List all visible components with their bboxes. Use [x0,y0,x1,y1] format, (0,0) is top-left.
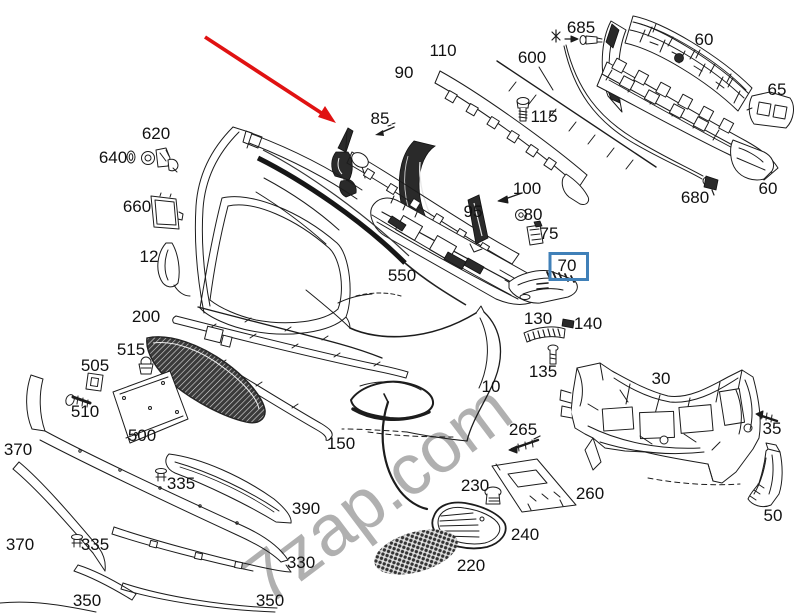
svg-text:85: 85 [371,109,390,128]
svg-text:80: 80 [524,205,543,224]
svg-text:370: 370 [6,535,34,554]
svg-text:240: 240 [511,525,539,544]
svg-text:600: 600 [518,48,546,67]
svg-text:10: 10 [482,377,501,396]
svg-text:390: 390 [292,499,320,518]
svg-text:515: 515 [117,340,145,359]
svg-text:265: 265 [509,420,537,439]
svg-text:260: 260 [576,484,604,503]
svg-text:150: 150 [327,434,355,453]
svg-text:330: 330 [287,553,315,572]
svg-text:35: 35 [763,419,782,438]
svg-text:90: 90 [395,63,414,82]
svg-text:350: 350 [256,591,284,610]
svg-text:335: 335 [167,474,195,493]
svg-text:65: 65 [768,80,787,99]
svg-text:135: 135 [529,362,557,381]
svg-text:95: 95 [464,202,483,221]
svg-text:505: 505 [81,356,109,375]
svg-text:100: 100 [513,179,541,198]
svg-text:350: 350 [73,591,101,610]
svg-text:110: 110 [429,41,456,60]
svg-text:685: 685 [567,18,595,37]
svg-text:500: 500 [128,426,156,445]
svg-text:130: 130 [524,309,552,328]
svg-text:70: 70 [558,256,577,275]
svg-text:200: 200 [132,307,160,326]
svg-text:140: 140 [574,314,602,333]
svg-text:230: 230 [461,476,489,495]
svg-text:660: 660 [123,197,151,216]
svg-text:60: 60 [695,30,714,49]
svg-text:60: 60 [759,179,778,198]
svg-text:12: 12 [140,247,159,266]
svg-text:640: 640 [99,148,127,167]
svg-text:220: 220 [457,556,485,575]
svg-text:510: 510 [71,402,99,421]
svg-text:75: 75 [540,224,559,243]
svg-text:50: 50 [764,506,783,525]
svg-text:115: 115 [530,107,557,126]
svg-text:335: 335 [81,535,109,554]
svg-text:550: 550 [388,266,416,285]
svg-text:680: 680 [681,188,709,207]
svg-text:30: 30 [652,369,671,388]
svg-text:370: 370 [4,440,32,459]
svg-text:620: 620 [142,124,170,143]
